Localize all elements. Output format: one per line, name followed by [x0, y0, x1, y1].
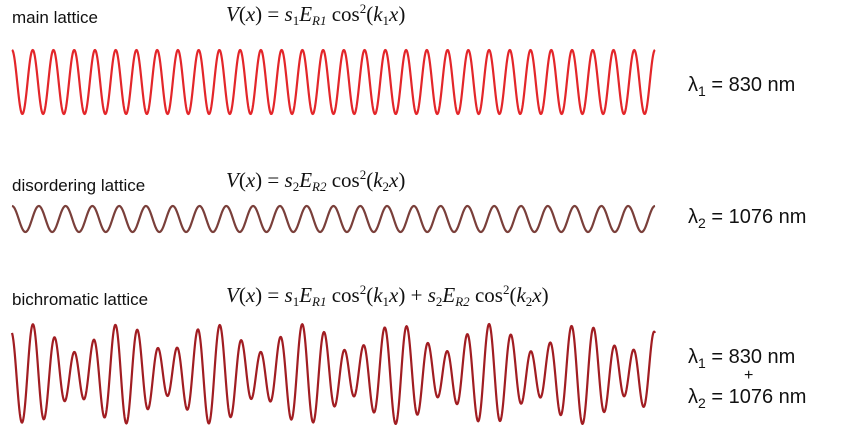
main-lattice-label: main lattice	[12, 8, 98, 27]
main-lattice-formula: V(x) = s1ER1 cos2(k1x)	[226, 1, 406, 28]
bichromatic-lattice-formula: V(x) = s1ER1 cos2(k1x) + s2ER2 cos2(k2x)	[226, 282, 549, 309]
main-lattice-curve	[11, 48, 656, 116]
disordering-lattice-label: disordering lattice	[12, 176, 146, 195]
main-lattice-wave	[11, 48, 656, 116]
main-wavelength: λ1 = 830 nm	[688, 74, 796, 99]
disordering-lattice-curve	[11, 204, 656, 234]
plus-sign: +	[744, 367, 754, 384]
bichromatic-lattice-label: bichromatic lattice	[12, 290, 149, 309]
bichromatic-wavelength-2: λ2 = 1076 nm	[688, 386, 807, 411]
disorder-wavelength: λ2 = 1076 nm	[688, 206, 807, 231]
disordering-lattice-wave	[11, 204, 656, 234]
bichromatic-wavelength-1: λ1 = 830 nm	[688, 346, 796, 371]
bichromatic-lattice-wave	[10, 322, 657, 426]
bichromatic-lattice-curve	[10, 322, 657, 426]
disordering-lattice-formula: V(x) = s2ER2 cos2(k2x)	[226, 167, 406, 194]
